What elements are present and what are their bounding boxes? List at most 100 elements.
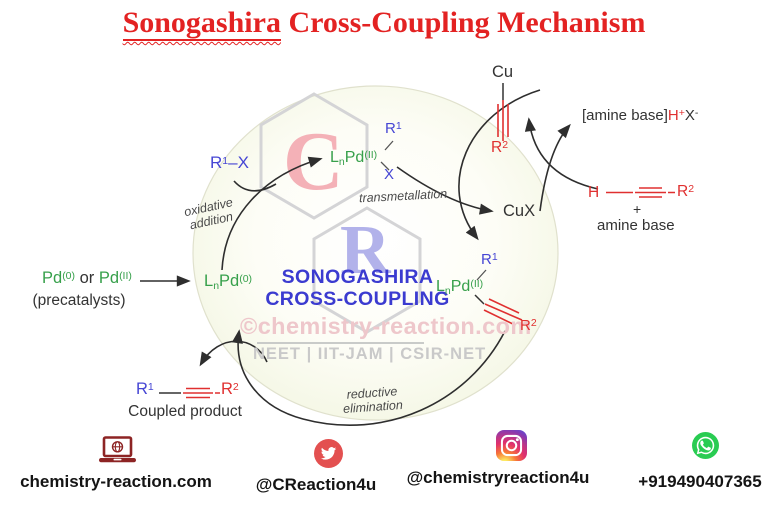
website-text: chemistry-reaction.com — [20, 472, 212, 491]
right-complex-triple-bond — [483, 298, 523, 326]
catalytic-cycle-arrows — [140, 89, 599, 426]
precatalysts-text: (precatalysts) — [32, 292, 126, 309]
h-plus-sup: + — [678, 107, 685, 119]
pd0-catalyst-label: LnPd(0) — [204, 272, 252, 292]
r2-sup: 2 — [232, 381, 239, 393]
r-symbol: R — [677, 183, 689, 200]
whatsapp-number-label: +919490407365 — [630, 472, 768, 492]
twitter-icon — [314, 439, 343, 468]
twitter-handle-label: @CReaction4u — [252, 475, 380, 495]
pd-ox-state: (II) — [119, 270, 132, 282]
title-rest: Cross-Coupling Mechanism — [280, 6, 646, 39]
title-underlined-word: Sonogashira — [122, 6, 281, 41]
cu-alkyne-to-pd-arrow — [458, 89, 541, 241]
cu-alkyne-r2-label: R2 — [491, 139, 508, 157]
center-line2: CROSS-COUPLING — [265, 288, 450, 310]
center-watermark: ©chemistry-reaction.com — [240, 313, 531, 340]
website-laptop-icon — [98, 436, 138, 472]
coupled-product-r2-label: R2 — [221, 380, 239, 399]
r-symbol: R — [385, 120, 396, 137]
ligand-sub: n — [213, 280, 220, 292]
r-symbol: R — [481, 251, 492, 268]
twitter-handle-text: @CReaction4u — [255, 475, 377, 494]
coupled-product-triple-bond — [183, 387, 220, 399]
center-line1: SONOGASHIRA — [281, 266, 434, 288]
precatalysts-caption: (precatalysts) — [20, 292, 138, 310]
ligand-symbol: L — [204, 272, 214, 290]
top-complex-bonds — [380, 140, 394, 171]
amine-salt-bracket: [amine base] — [582, 107, 668, 124]
hexagon-top — [259, 92, 369, 220]
coupled-product-arrow — [199, 340, 268, 367]
r1-sup: 1 — [395, 120, 402, 132]
pd-to-cux-arrow — [396, 166, 494, 215]
reductive-elimination-arrow — [231, 329, 506, 426]
h-symbol: H — [667, 107, 679, 124]
r-symbol: R — [136, 380, 148, 398]
instagram-handle-text: @chemistryreaction4u — [406, 468, 590, 487]
r-symbol: R — [520, 317, 531, 334]
amine-base-label: amine base — [597, 217, 675, 234]
r1x-feed-curve — [233, 180, 277, 192]
cux-label: CuX — [503, 202, 535, 221]
cux-symbol: CuX — [503, 202, 536, 220]
ligand-symbol: L — [330, 149, 339, 166]
plus-sign: + — [633, 201, 641, 217]
precatalyst-label: Pd(0) or Pd(II) — [42, 269, 132, 288]
watermark-letter-r: R — [340, 212, 392, 289]
r2-sup: 2 — [502, 139, 509, 151]
r2-sup: 2 — [530, 317, 537, 329]
cu-label: Cu — [492, 63, 513, 82]
pd2-species: Pd(II) — [99, 269, 132, 287]
top-complex-x-label: X — [384, 166, 394, 183]
pd-symbol: Pd — [42, 269, 63, 287]
pd2-alkynyl-complex-label: LnPd(II) — [436, 278, 483, 297]
page-title: Sonogashira Cross-Coupling Mechanism — [0, 6, 768, 41]
pd-ox-state: (0) — [62, 270, 76, 282]
website-label: chemistry-reaction.com — [18, 472, 214, 492]
x-symbol: X — [384, 166, 395, 183]
cycle-background-circle — [192, 85, 559, 421]
terminal-alkyne-bonds — [606, 187, 675, 198]
ligand-sub: n — [338, 156, 345, 168]
pd-ox-state: (II) — [470, 278, 484, 290]
r-symbol: R — [491, 139, 503, 156]
x-symbol: X — [237, 153, 249, 172]
pd-ox-state: (II) — [364, 149, 378, 161]
whatsapp-number-text: +919490407365 — [638, 472, 762, 491]
h-symbol: H — [588, 184, 600, 201]
r2-sup: 2 — [688, 183, 695, 195]
r1-sup: 1 — [147, 381, 154, 393]
pd-symbol: Pd — [219, 272, 240, 290]
pd-symbol: Pd — [98, 269, 120, 287]
center-headline: SONOGASHIRA CROSS-COUPLING — [240, 266, 475, 310]
watermark-divider — [257, 342, 424, 344]
amine-base-text: amine base — [597, 217, 675, 234]
pd-ox-state: (0) — [239, 273, 253, 285]
oxidative-addition-arrow — [221, 156, 323, 271]
r-symbol: R — [221, 380, 233, 398]
coupled-product-caption: Coupled product — [120, 403, 250, 421]
ligand-symbol: L — [436, 278, 445, 295]
instagram-icon — [496, 430, 527, 461]
pd-symbol: Pd — [344, 149, 365, 166]
pd-symbol: Pd — [450, 278, 471, 295]
r-symbol: R — [210, 153, 223, 172]
amine-salt-label: [amine base]H+X- — [582, 107, 698, 124]
whatsapp-icon — [692, 432, 719, 459]
terminal-alkyne-h-label: H — [588, 184, 599, 202]
instagram-handle-label: @chemistryreaction4u — [405, 468, 591, 488]
right-complex-r2-label: R2 — [520, 317, 537, 334]
r1-sup: 1 — [491, 251, 498, 263]
pd0-species: Pd(0) — [42, 269, 75, 287]
bond-lines — [159, 83, 675, 399]
exam-tags: NEET | IIT-JAM | CSIR-NET — [253, 345, 485, 364]
x-minus-sup: - — [694, 107, 699, 119]
hexagon-bottom — [312, 206, 422, 334]
r1-sup: 1 — [222, 155, 229, 167]
ligand-sub: n — [444, 285, 451, 297]
terminal-alkyne-r2-label: R2 — [677, 183, 694, 201]
right-complex-pd-bond — [474, 294, 485, 305]
